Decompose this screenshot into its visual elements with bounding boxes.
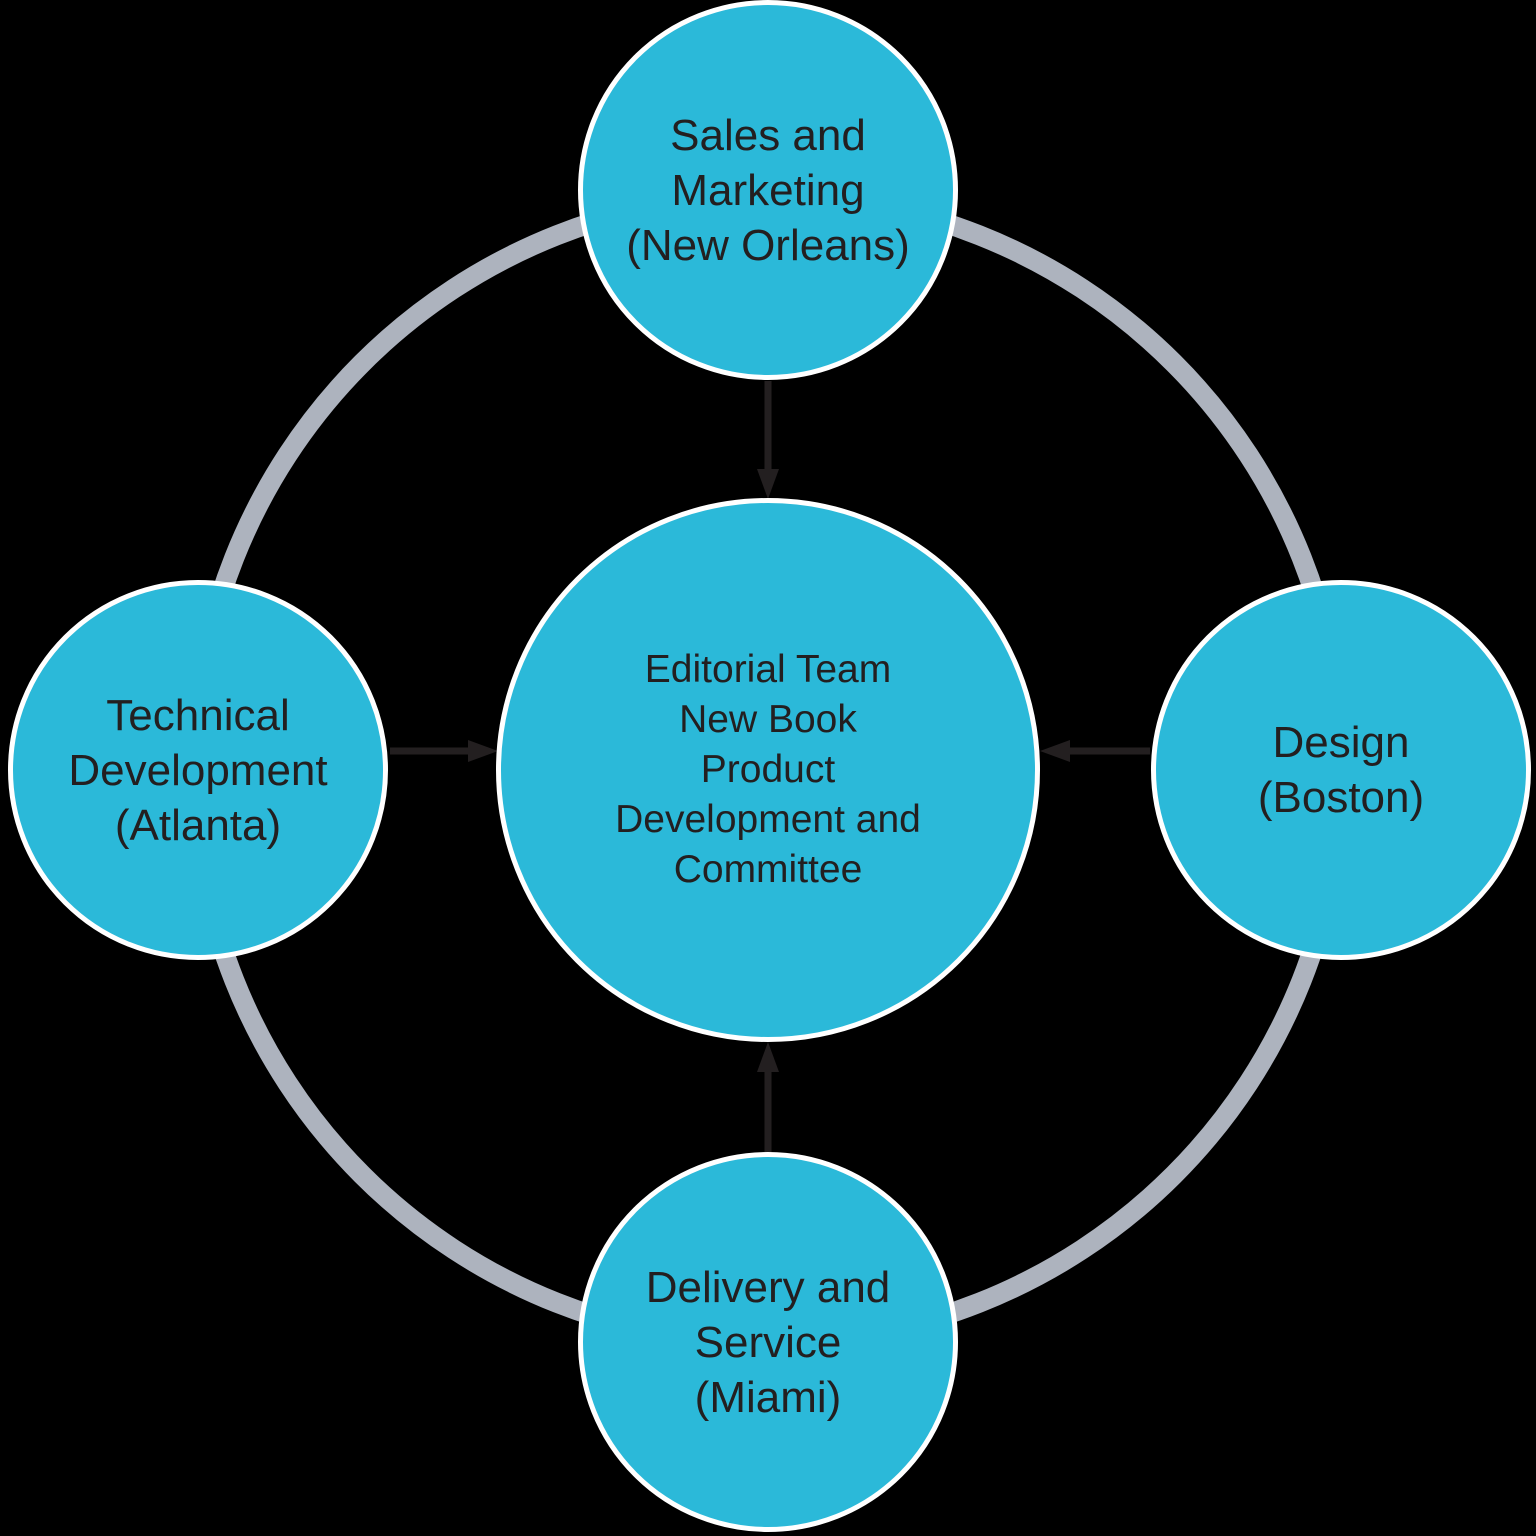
node-design: Design (Boston) — [1151, 580, 1531, 960]
label-line: Sales and — [670, 110, 866, 160]
label-line: Delivery and — [645, 1262, 891, 1312]
node-technical-development-label: Technical Development (Atlanta) — [13, 688, 383, 853]
label-line: Product — [700, 748, 836, 791]
label-line: Technical — [106, 690, 290, 740]
label-line: Committee — [673, 848, 863, 891]
node-delivery-service: Delivery and Service (Miami) — [578, 1152, 958, 1532]
arrow-right-to-center — [1040, 740, 1150, 762]
arrow-bottom-to-center — [757, 1042, 779, 1152]
arrow-left-to-center — [390, 740, 498, 762]
node-design-label: Design (Boston) — [1156, 715, 1526, 825]
node-editorial-team-label: Editorial Team New Book Product Developm… — [501, 645, 1035, 895]
label-line: Marketing — [671, 165, 865, 215]
arrow-top-to-center — [757, 381, 779, 499]
arrow-top-head-icon — [757, 469, 779, 499]
node-editorial-team: Editorial Team New Book Product Developm… — [496, 498, 1040, 1042]
node-technical-development: Technical Development (Atlanta) — [8, 580, 388, 960]
label-line: New Book — [679, 698, 857, 741]
label-line: (Miami) — [694, 1372, 842, 1422]
arrow-right-head-icon — [1040, 740, 1070, 762]
label-line: Development — [68, 745, 328, 795]
node-sales-marketing-label: Sales and Marketing (New Orleans) — [583, 108, 953, 273]
label-line: Design — [1272, 718, 1410, 767]
node-sales-marketing: Sales and Marketing (New Orleans) — [578, 0, 958, 380]
node-delivery-service-label: Delivery and Service (Miami) — [583, 1260, 953, 1425]
label-line: Editorial Team — [644, 648, 892, 691]
label-line: (New Orleans) — [626, 220, 910, 270]
arrow-left-head-icon — [468, 740, 498, 762]
label-line: Service — [694, 1317, 842, 1367]
label-line: (Boston) — [1257, 773, 1425, 822]
arrow-bottom-head-icon — [757, 1042, 779, 1072]
label-line: (Atlanta) — [114, 800, 282, 850]
label-line: Development and — [615, 798, 921, 841]
